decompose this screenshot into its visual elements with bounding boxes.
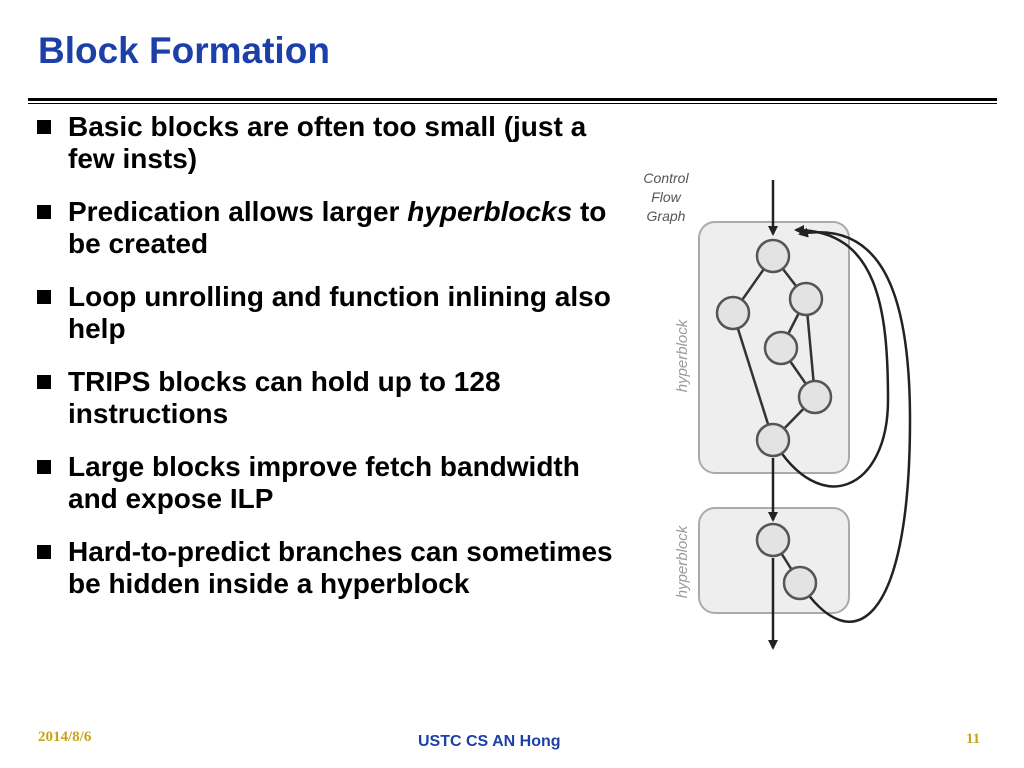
hyperblock-label-bottom: hyperblock (674, 524, 691, 598)
cfg-node (788, 281, 824, 317)
cfg-node (763, 330, 799, 366)
bullet-text: Predication allows larger hyperblocks to… (68, 196, 617, 260)
bullet-text: Large blocks improve fetch bandwidth and… (68, 451, 580, 514)
title-rule-thick (28, 98, 997, 101)
cfg-node (755, 522, 791, 558)
control-flow-graph-diagram: Control Flow Graph hyperblock hyperblock (643, 170, 912, 650)
bullet-text-emphasis: hyperblocks (407, 196, 573, 227)
footer-author: USTC CS AN Hong (418, 733, 561, 750)
square-bullet-icon (37, 290, 51, 304)
bullet-text: Hard-to-predict branches can sometimes b… (68, 536, 613, 599)
square-bullet-icon (37, 460, 51, 474)
bullet-item: Basic blocks are often too small (just a… (37, 111, 617, 175)
square-bullet-icon (37, 545, 51, 559)
hyperblock-label-top: hyperblock (674, 318, 691, 392)
cfg-node (755, 238, 791, 274)
cfg-edge (731, 312, 775, 441)
loop-back-edge (798, 227, 912, 623)
bullet-list: Basic blocks are often too small (just a… (37, 111, 617, 621)
loop-back-edge (771, 225, 890, 488)
square-bullet-icon (37, 120, 51, 134)
bullet-text: Basic blocks are often too small (just a… (68, 111, 587, 174)
cfg-node (755, 422, 791, 458)
bullet-item: Loop unrolling and function inlining als… (37, 281, 617, 345)
cfg-node (715, 295, 751, 331)
footer-date: 2014/8/6 (38, 729, 92, 745)
diagram-caption-line: Flow (651, 189, 681, 205)
bullet-text: TRIPS blocks can hold up to 128 instruct… (68, 366, 501, 429)
cfg-node (797, 379, 833, 415)
square-bullet-icon (37, 375, 51, 389)
bullet-item: Hard-to-predict branches can sometimes b… (37, 536, 617, 600)
slide-title: Block Formation (38, 30, 330, 71)
square-bullet-icon (37, 205, 51, 219)
bullet-item: TRIPS blocks can hold up to 128 instruct… (37, 366, 617, 430)
bullet-text: Loop unrolling and function inlining als… (68, 281, 611, 344)
bullet-text-after: to be created (68, 196, 607, 259)
title-rule-thin (28, 103, 997, 104)
page-number: 11 (966, 731, 981, 747)
diagram-caption-line: Control (643, 170, 689, 186)
bullet-text-before: Predication allows larger (68, 196, 408, 227)
cfg-node (782, 565, 818, 601)
bullet-item: Large blocks improve fetch bandwidth and… (37, 451, 617, 515)
bullet-item: Predication allows larger hyperblocks to… (37, 196, 617, 260)
diagram-caption-line: Graph (647, 208, 686, 224)
